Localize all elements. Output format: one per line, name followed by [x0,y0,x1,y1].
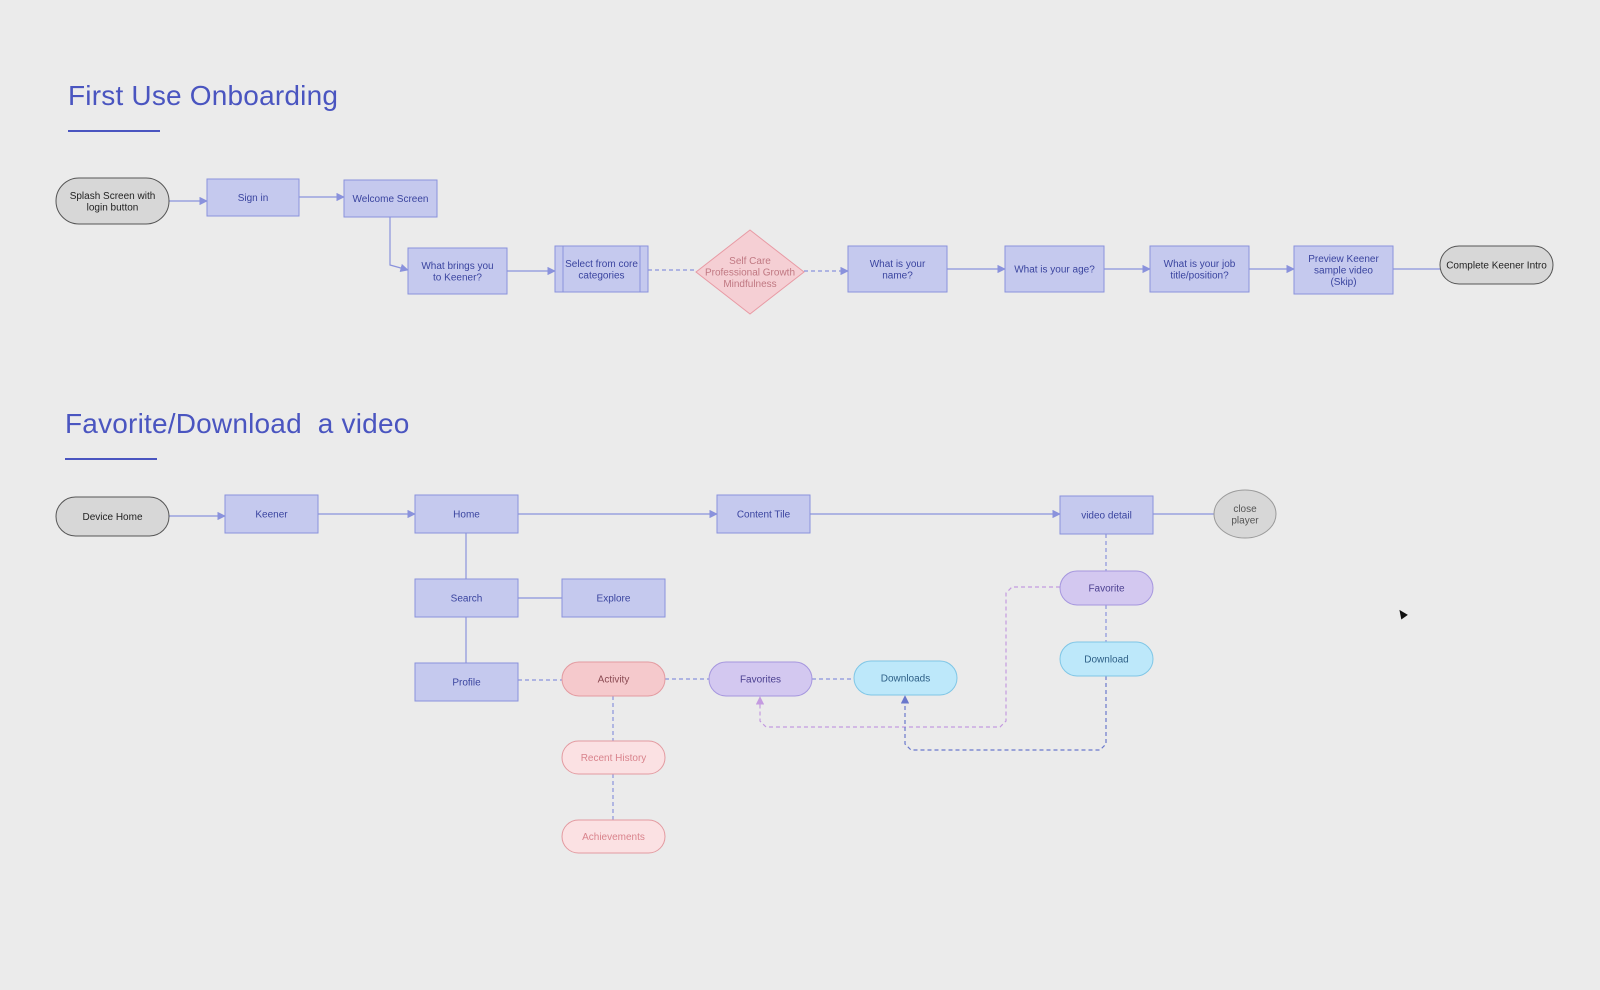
node-recent-history-label-1: Recent History [581,753,647,764]
node-recent-history[interactable]: Recent History [561,740,666,775]
node-video-detail-label-1: video detail [1081,511,1132,522]
node-preview-label-3: (Skip) [1330,277,1356,288]
node-profile-label-1: Profile [452,678,481,689]
node-device-home-label-1: Device Home [82,512,142,523]
node-home-label-1: Home [453,510,480,521]
node-name-label-1: What is your [870,259,926,270]
node-complete[interactable]: Complete Keener Intro [1439,245,1554,285]
node-decision-label-3: Mindfulness [723,279,776,290]
node-home[interactable]: Home [414,494,519,534]
node-activity[interactable]: Activity [561,661,666,697]
onboarding-section-title: First Use Onboarding [68,80,339,111]
node-download-label-1: Download [1084,655,1128,666]
node-preview-label-2: sample video [1314,266,1373,277]
node-close-player-label-1: close [1233,504,1257,515]
node-splash-label-1: Splash Screen with [70,191,156,202]
node-splash-label-2: login button [87,202,139,213]
node-search-label-1: Search [451,594,483,605]
node-favorite[interactable]: Favorite [1059,570,1154,606]
node-decision-label-2: Professional Growth [705,268,795,279]
node-age-label-1: What is your age? [1014,265,1095,276]
connector-welcome-to-brings [389,217,409,273]
node-preview-label-1: Preview Keener [1308,254,1379,265]
connector-download-to-downloads [900,676,1107,751]
node-close-player-label-2: player [1231,515,1259,526]
node-video-detail[interactable]: video detail [1059,495,1154,535]
node-brings-label-2: to Keener? [433,272,482,283]
favorite-title-underline [65,458,157,460]
node-welcome-label-1: Welcome Screen [353,194,429,205]
node-keener[interactable]: Keener [224,494,319,534]
connectors-layer [169,192,1440,820]
node-job-label-2: title/position? [1170,270,1229,281]
node-decision-label-1: Self Care [729,256,771,267]
node-favorite-label-1: Favorite [1088,584,1125,595]
node-brings-label-1: What brings you [421,261,493,272]
node-device-home[interactable]: Device Home [55,496,170,537]
node-downloads-label-1: Downloads [881,674,930,685]
node-age[interactable]: What is your age? [1004,245,1105,293]
node-content-tile[interactable]: Content Tile [716,494,811,534]
node-keener-label-1: Keener [255,510,288,521]
node-signin[interactable]: Sign in [206,178,300,217]
node-welcome[interactable]: Welcome Screen [343,179,438,218]
node-signin-label-1: Sign in [238,193,269,204]
node-profile[interactable]: Profile [414,662,519,702]
node-favorites[interactable]: Favorites [708,661,813,697]
node-downloads[interactable]: Downloads [853,660,958,696]
node-content-tile-label-1: Content Tile [737,510,791,521]
connector-favorite-to-favorites [755,586,1060,728]
favorite-section-title: Favorite/Download a video [65,408,410,439]
node-achievements[interactable]: Achievements [561,819,666,854]
node-explore[interactable]: Explore [561,578,666,618]
node-select-label-1: Select from core [565,259,638,270]
onboarding-title-underline [68,130,160,132]
node-name-label-2: name? [882,270,913,281]
node-job-label-1: What is your job [1164,259,1236,270]
node-download[interactable]: Download [1059,641,1154,677]
node-achievements-label-1: Achievements [582,832,645,843]
node-search[interactable]: Search [414,578,519,618]
node-activity-label-1: Activity [598,675,630,686]
node-complete-label-1: Complete Keener Intro [1446,261,1547,272]
node-select-label-2: categories [578,270,624,281]
node-favorites-label-1: Favorites [740,675,781,686]
node-explore-label-1: Explore [597,594,631,605]
